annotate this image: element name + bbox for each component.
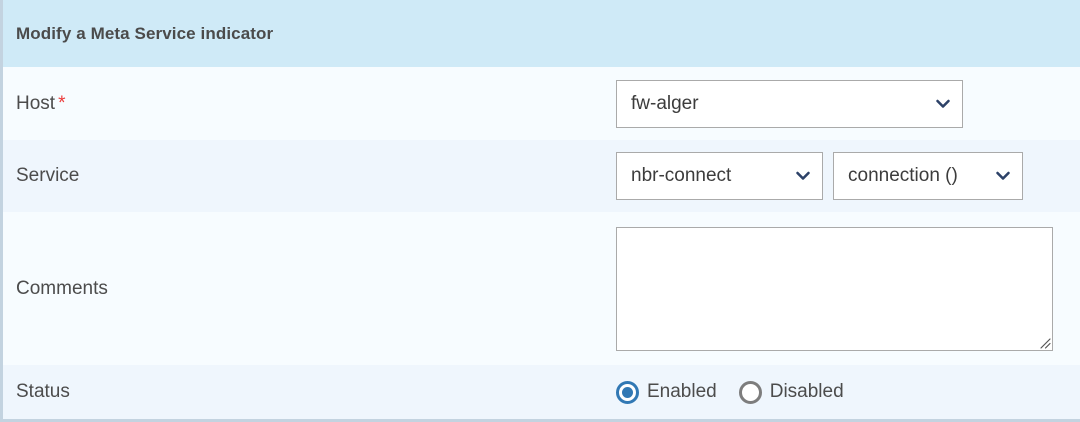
status-radio-disabled-label: Disabled	[769, 381, 844, 402]
status-radio-enabled[interactable]: Enabled	[616, 380, 717, 404]
comments-control	[616, 226, 1080, 351]
form-row-comments: Comments	[3, 212, 1080, 365]
service-label: Service	[16, 165, 80, 186]
host-control: fw-alger	[616, 79, 1080, 128]
status-radio-group: Enabled Disabled	[616, 380, 844, 404]
status-label: Status	[16, 381, 70, 402]
status-control: Enabled Disabled	[616, 380, 1080, 404]
page-title: Modify a Meta Service indicator	[16, 23, 274, 43]
metric-select[interactable]: connection ()	[833, 152, 1023, 200]
form-row-status: Status Enabled Disabled	[3, 365, 1080, 419]
form-row-host: Host* fw-alger	[3, 67, 1080, 140]
required-asterisk: *	[58, 92, 66, 114]
comments-label: Comments	[16, 277, 108, 299]
form-row-service: Service nbr-connect connection ()	[3, 140, 1080, 212]
radio-selected-icon[interactable]	[616, 380, 639, 404]
host-label: Host*	[16, 93, 616, 115]
service-select-value: nbr-connect	[631, 165, 732, 186]
chevron-down-icon	[793, 166, 813, 186]
chevron-down-icon	[993, 166, 1013, 186]
host-select[interactable]: fw-alger	[616, 79, 963, 128]
status-radio-enabled-label: Enabled	[647, 381, 717, 402]
comments-input[interactable]	[617, 227, 1052, 350]
comments-field-wrapper	[616, 226, 1053, 351]
host-select-value: fw-alger	[631, 92, 699, 114]
status-radio-disabled[interactable]: Disabled	[738, 380, 844, 404]
chevron-down-icon	[933, 94, 953, 114]
metric-select-value: connection ()	[848, 165, 958, 186]
panel-header: Modify a Meta Service indicator	[3, 0, 1080, 67]
radio-unselected-icon[interactable]	[738, 380, 762, 404]
service-control: nbr-connect connection ()	[616, 152, 1080, 200]
host-label-text: Host	[16, 92, 56, 114]
service-select[interactable]: nbr-connect	[616, 152, 823, 200]
